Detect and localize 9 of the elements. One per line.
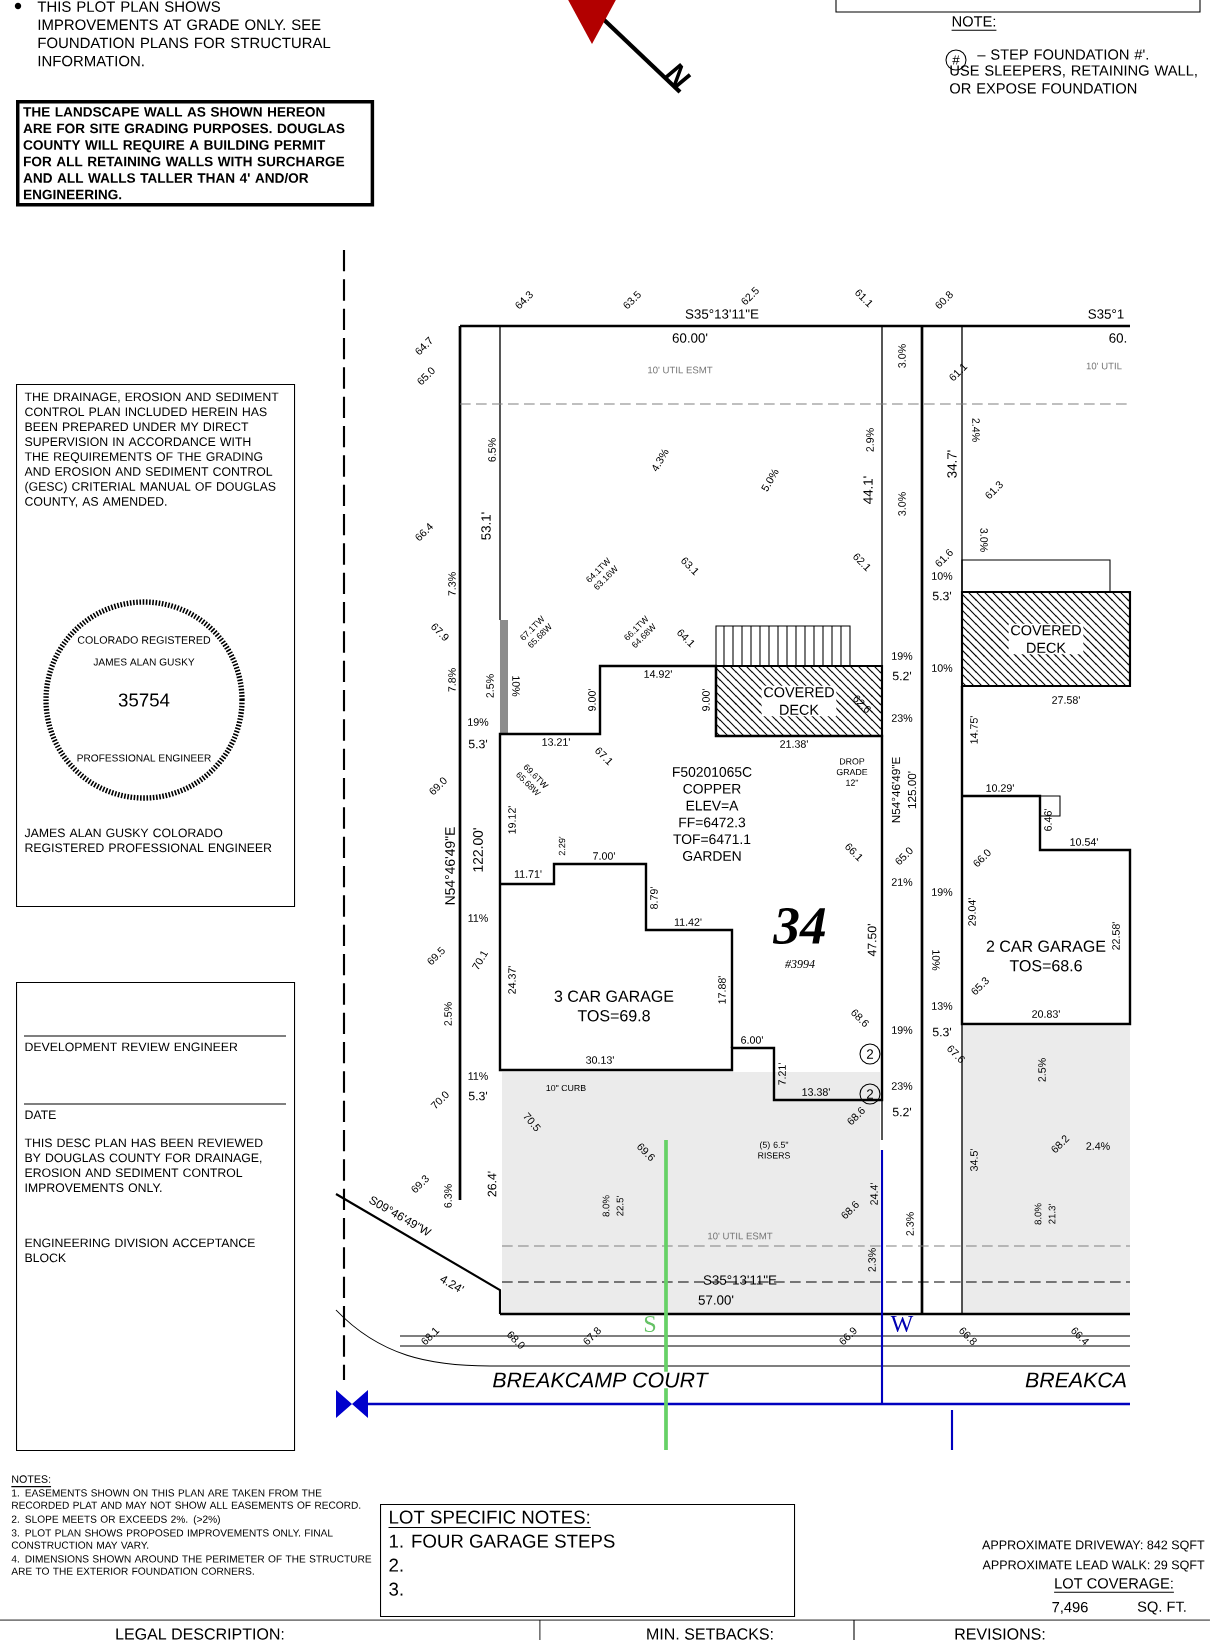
notes-box: LOT SPECIFIC NOTES: 1. FOUR GARAGE STEPS 2. 3. [380,1504,796,1618]
table-heading: LEGAL DESCRIPTION: [116,1628,284,1640]
survey-letter: S [644,1315,656,1333]
table-heading: REVISIONS: [955,1628,1045,1640]
street-name: BREAKCAMP COURT [491,1371,709,1389]
lot-number: 34 [772,908,826,944]
survey-letter: W [890,1315,914,1333]
street-name: BREAKCA [1025,1372,1126,1388]
north-letter: N [664,62,692,90]
